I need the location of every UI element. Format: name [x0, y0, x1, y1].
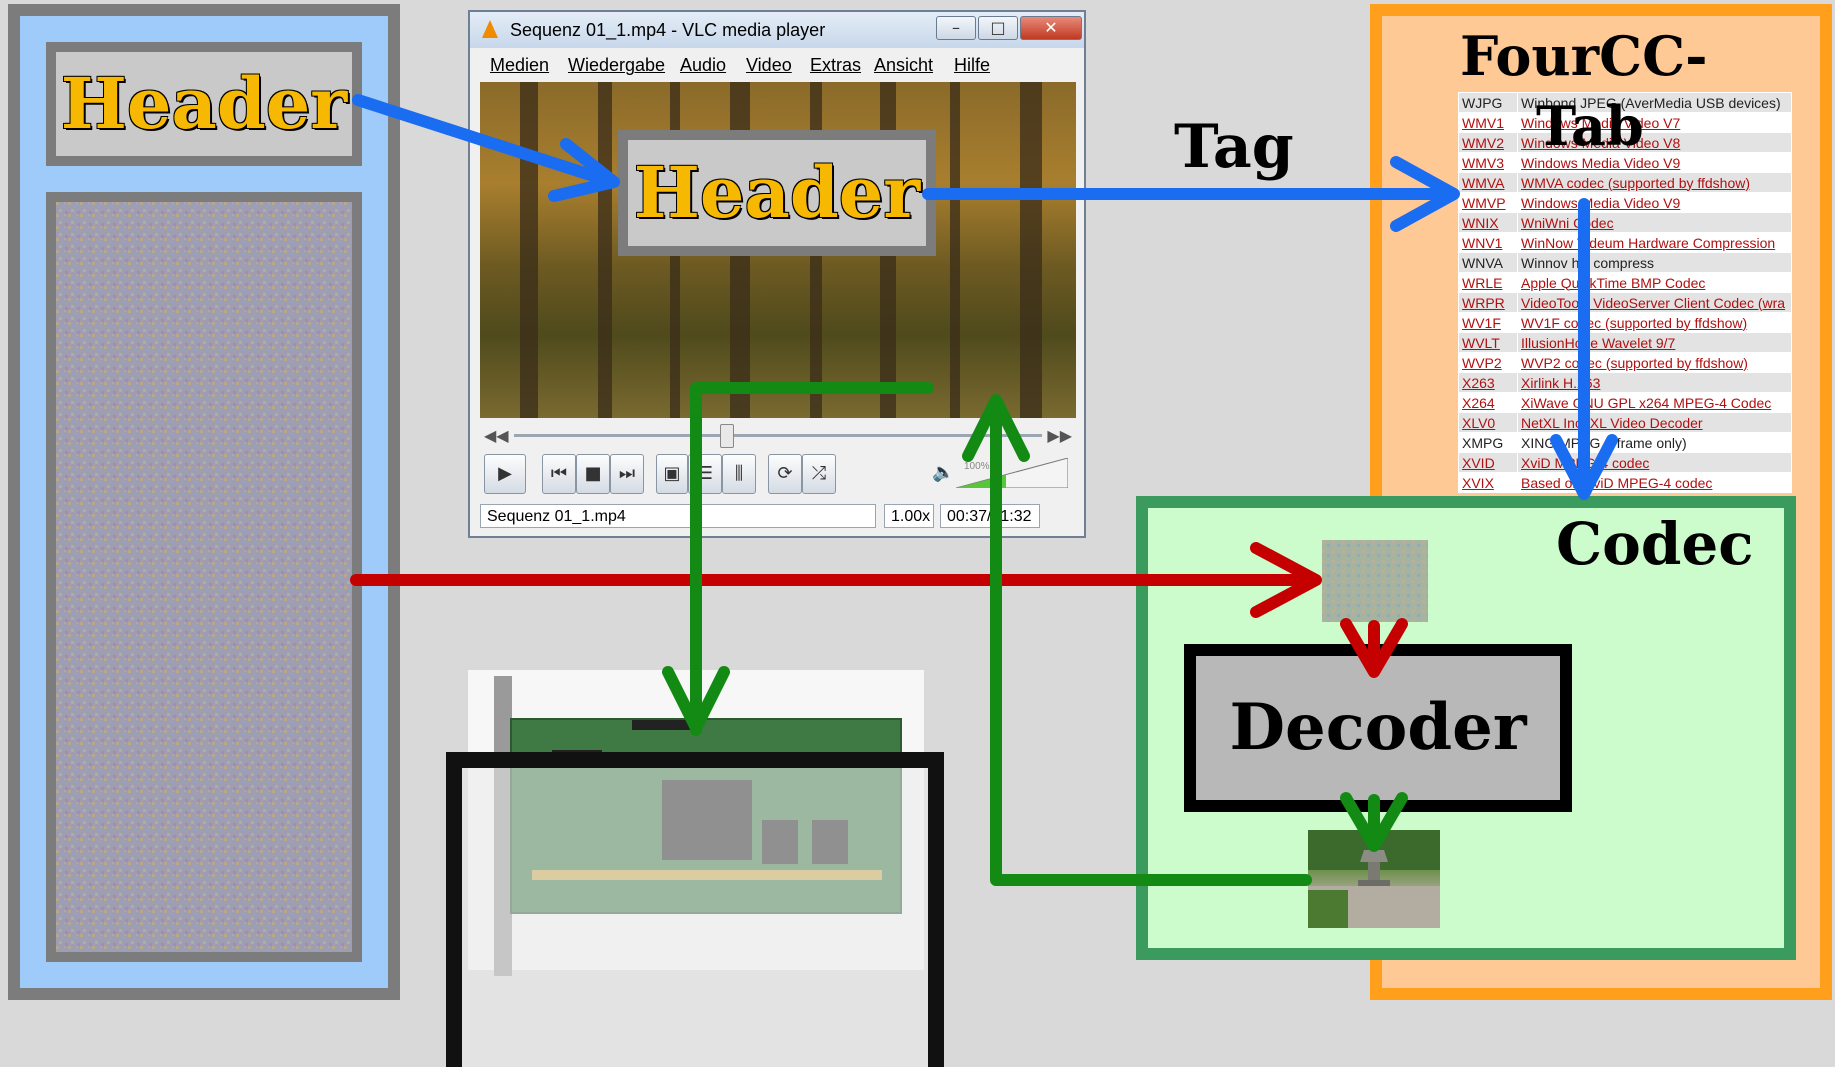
vlc-window: Sequenz 01_1.mp4 - VLC media player – □ … — [468, 10, 1086, 538]
fourcc-code: WJPG — [1462, 94, 1503, 111]
fourcc-description[interactable]: WniWni Codec — [1521, 214, 1614, 231]
vlc-cone-icon — [482, 20, 498, 38]
arrow-frame-to-player — [990, 396, 1312, 886]
fourcc-description[interactable]: NetXL Inc. XL Video Decoder — [1521, 414, 1703, 431]
fourcc-code[interactable]: WMV2 — [1462, 134, 1504, 151]
fourcc-code[interactable]: XVIX — [1462, 474, 1494, 491]
status-speed[interactable]: 1.00x — [884, 504, 934, 528]
fullscreen-icon[interactable]: ▣ — [656, 454, 688, 494]
stop-icon[interactable]: ■ — [576, 454, 610, 494]
fourcc-description[interactable]: WV1F codec (supported by ffdshow) — [1521, 314, 1748, 331]
equalizer-icon[interactable]: ⫼ — [722, 454, 756, 494]
status-filename: Sequenz 01_1.mp4 — [480, 504, 876, 528]
fourcc-row: WMVA WMVA codec (supported by ffdshow) — [1458, 172, 1792, 193]
volume-percent: 100% — [964, 461, 990, 472]
fourcc-description[interactable]: IllusionHope Wavelet 9/7 — [1521, 334, 1676, 351]
file-payload-data — [46, 192, 362, 962]
arrow-player-to-graphics — [690, 382, 934, 736]
compressed-data-tile — [1322, 540, 1428, 622]
fourcc-table: WJPG Winbond JPEG (AverMedia USB devices)… — [1458, 92, 1792, 493]
vlc-title-bar: Sequenz 01_1.mp4 - VLC media player – □ … — [470, 12, 1084, 48]
fourcc-code[interactable]: WVLT — [1462, 334, 1500, 351]
fourcc-description[interactable]: Windows Media Video V9 — [1521, 154, 1681, 171]
menu-video[interactable]: Video — [746, 55, 792, 75]
fourcc-code[interactable]: WMV1 — [1462, 114, 1504, 131]
fourcc-description[interactable]: Windows Media Video V8 — [1521, 134, 1681, 151]
seek-track[interactable] — [514, 434, 1042, 437]
fourcc-code[interactable]: X264 — [1462, 394, 1495, 411]
play-icon[interactable]: ▶ — [484, 454, 526, 494]
fourcc-row: WJPG Winbond JPEG (AverMedia USB devices) — [1458, 92, 1792, 113]
vlc-header-block: Header — [618, 130, 936, 256]
fourcc-row: WMV2 Windows Media Video V8 — [1458, 132, 1792, 153]
menu-audio[interactable]: Audio — [680, 55, 727, 75]
fourcc-code[interactable]: WNIX — [1462, 214, 1499, 231]
menu-extras[interactable]: Extras — [810, 55, 862, 75]
fourcc-title: FourCC- — [1460, 24, 1708, 88]
vlc-header-label: Header — [633, 151, 921, 234]
menu-ansicht[interactable]: Ansicht — [874, 55, 934, 75]
vlc-controls: ▶ ⏮ ■ ⏭ ▣ ☰ ⫼ ⟳ ⤮ 🔈 100% — [480, 452, 1078, 498]
fourcc-description[interactable]: WMVA codec (supported by ffdshow) — [1521, 174, 1751, 191]
decoder-block: Decoder — [1184, 644, 1572, 812]
fourcc-description[interactable]: Apple QuickTime BMP Codec — [1521, 274, 1706, 291]
fourcc-row: WVP2 WVP2 codec (supported by ffdshow) — [1458, 352, 1792, 373]
fourcc-code[interactable]: WMVA — [1462, 174, 1505, 191]
maximize-button[interactable]: □ — [978, 16, 1018, 40]
monitor-display — [446, 752, 944, 1067]
vlc-seek-bar[interactable]: ◀◀ ▶▶ — [484, 424, 1072, 448]
fourcc-title-line2: Tab — [1536, 94, 1644, 158]
fourcc-code[interactable]: X263 — [1462, 374, 1495, 391]
next-icon[interactable]: ⏭ — [610, 454, 644, 494]
seek-handle[interactable] — [720, 424, 734, 448]
minimize-button[interactable]: – — [936, 16, 976, 40]
fourcc-code[interactable]: WNV1 — [1462, 234, 1503, 251]
vlc-window-title: Sequenz 01_1.mp4 - VLC media player — [510, 20, 826, 40]
noise-pattern — [56, 202, 352, 952]
fourcc-code[interactable]: WMVP — [1462, 194, 1506, 211]
seek-forward-icon[interactable]: ▶▶ — [1047, 426, 1072, 445]
fourcc-description: Winbond JPEG (AverMedia USB devices) — [1521, 94, 1781, 111]
loop-icon[interactable]: ⟳ — [768, 454, 802, 494]
shuffle-icon[interactable]: ⤮ — [802, 454, 836, 494]
fourcc-code[interactable]: WRLE — [1462, 274, 1503, 291]
fourcc-code[interactable]: XVID — [1462, 454, 1495, 471]
fourcc-description[interactable]: Based on XviD MPEG-4 codec — [1521, 474, 1713, 491]
fourcc-description[interactable]: WVP2 codec (supported by ffdshow) — [1521, 354, 1748, 371]
fourcc-code[interactable]: WRPR — [1462, 294, 1505, 311]
vlc-status-bar: Sequenz 01_1.mp4 1.00x 00:37/01:32 — [480, 502, 1078, 532]
fourcc-code[interactable]: XLV0 — [1462, 414, 1496, 431]
menu-hilfe[interactable]: Hilfe — [954, 55, 991, 75]
arrow-header-to-player — [352, 94, 612, 186]
fourcc-description[interactable]: Windows Media Video V7 — [1521, 114, 1681, 131]
vlc-menu-bar: Medien Wiedergabe Audio Video Extras Ans… — [470, 50, 1084, 80]
menu-wiedergabe[interactable]: Wiedergabe — [568, 55, 666, 75]
codec-label: Codec — [1556, 510, 1754, 578]
fourcc-code: WNVA — [1462, 254, 1503, 271]
close-button[interactable]: ✕ — [1020, 16, 1082, 40]
fourcc-code[interactable]: WMV3 — [1462, 154, 1504, 171]
file-header-label: Header — [60, 62, 348, 145]
menu-medien[interactable]: Medien — [490, 55, 550, 75]
decoder-label: Decoder — [1229, 690, 1527, 765]
fourcc-code[interactable]: WV1F — [1462, 314, 1501, 331]
speaker-icon[interactable]: 🔈 — [932, 462, 955, 483]
file-header-block: Header — [46, 42, 362, 166]
fourcc-row: WMV1 Windows Media Video V7 — [1458, 112, 1792, 133]
fourcc-code[interactable]: WVP2 — [1462, 354, 1502, 371]
fourcc-code: XMPG — [1462, 434, 1504, 451]
fourcc-description[interactable]: Windows Media Video V9 — [1521, 194, 1681, 211]
tag-label: Tag — [1174, 112, 1294, 182]
fourcc-table-wrap: WJPG Winbond JPEG (AverMedia USB devices)… — [1458, 92, 1792, 496]
previous-icon[interactable]: ⏮ — [542, 454, 576, 494]
seek-back-icon[interactable]: ◀◀ — [484, 426, 509, 445]
